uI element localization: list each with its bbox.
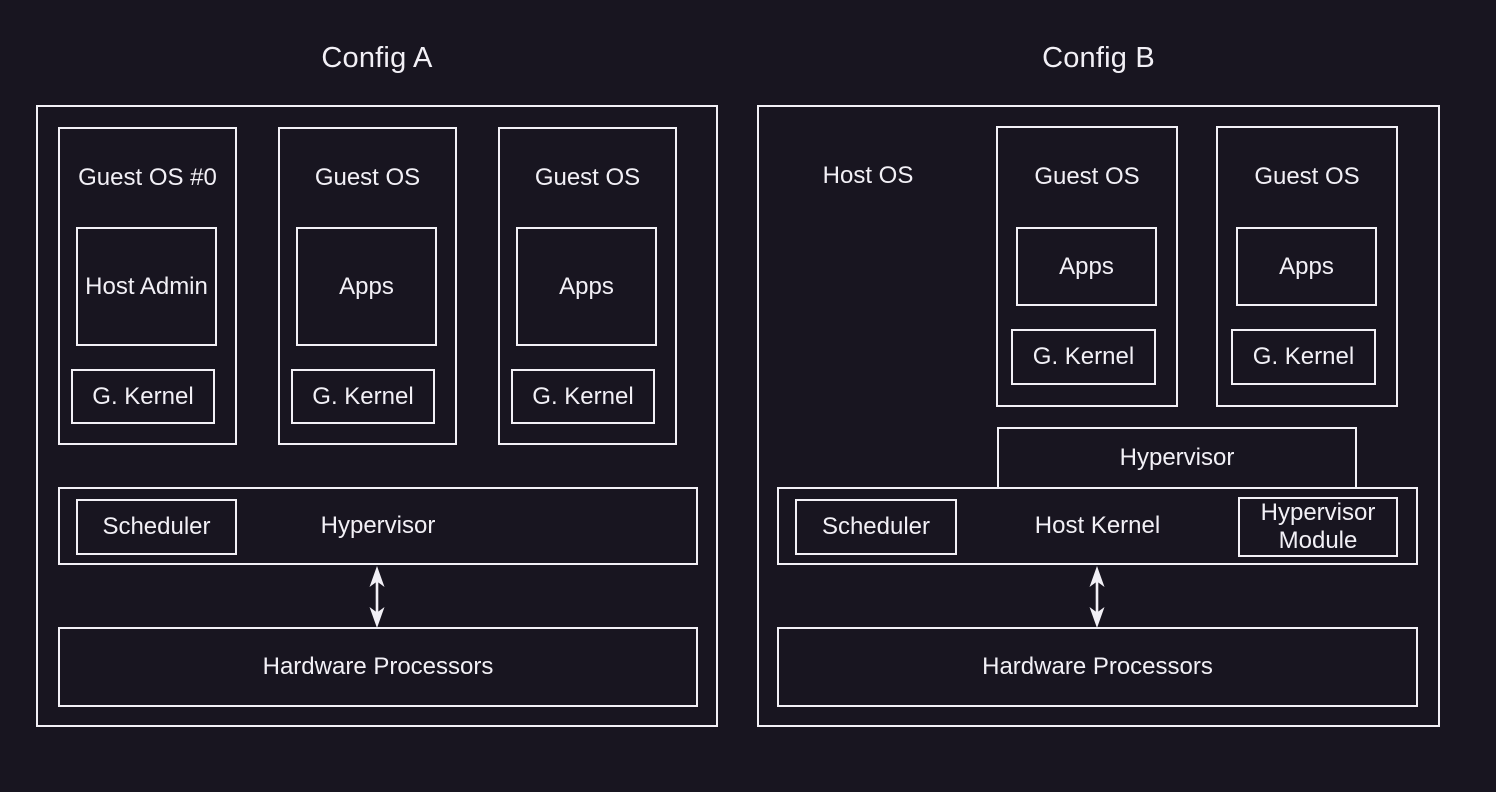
config-b-title: Config B <box>1042 42 1155 74</box>
config-b-guest-os-1-box: Guest OS Apps G. Kernel <box>1216 126 1398 407</box>
guest-os-label: Guest OS <box>1034 163 1140 190</box>
guest-kernel-box: G. Kernel <box>511 369 655 424</box>
apps-label: Apps <box>559 272 614 300</box>
guest-kernel-box: G. Kernel <box>71 369 215 424</box>
guest-kernel-label: G. Kernel <box>312 382 414 410</box>
bidirectional-arrow-icon <box>1089 566 1105 628</box>
guest-kernel-box: G. Kernel <box>1011 329 1156 385</box>
host-os-label: Host OS <box>822 162 914 189</box>
guest-kernel-label: G. Kernel <box>1032 343 1135 370</box>
scheduler-label: Scheduler <box>821 513 931 540</box>
config-a-guest-os-2-box: Guest OS Apps G. Kernel <box>498 127 677 445</box>
apps-box: Apps <box>296 227 437 346</box>
apps-box: Apps <box>1016 227 1157 306</box>
config-b-host-kernel-bar: Host Kernel Scheduler Hypervisor Module <box>777 487 1418 565</box>
guest-kernel-label: G. Kernel <box>92 382 194 410</box>
apps-box: Apps <box>516 227 657 346</box>
hypervisor-module-label: Hypervisor Module <box>1260 499 1376 554</box>
config-a-title: Config A <box>321 42 433 74</box>
config-a-hardware-box: Hardware Processors <box>58 627 698 707</box>
scheduler-label: Scheduler <box>102 513 211 540</box>
guest-os-label: Guest OS <box>1254 163 1360 190</box>
guest-kernel-box: G. Kernel <box>291 369 435 424</box>
host-admin-box: Host Admin <box>76 227 217 346</box>
host-admin-label: Host Admin <box>85 272 208 300</box>
config-b-hypervisor-box: Hypervisor <box>997 427 1357 489</box>
config-a-frame: Guest OS #0 Host Admin G. Kernel Guest O… <box>36 105 718 727</box>
hypervisor-label: Hypervisor <box>320 512 436 539</box>
apps-label: Apps <box>1059 252 1114 280</box>
apps-label: Apps <box>339 272 394 300</box>
bidirectional-arrow-icon <box>369 566 385 628</box>
guest-kernel-label: G. Kernel <box>1252 343 1355 370</box>
guest-kernel-label: G. Kernel <box>532 382 634 410</box>
config-b-frame: Host OS Guest OS Apps G. Kernel Guest OS… <box>757 105 1440 727</box>
guest-kernel-box: G. Kernel <box>1231 329 1376 385</box>
config-a-hypervisor-bar: Hypervisor Scheduler <box>58 487 698 565</box>
hardware-label: Hardware Processors <box>982 653 1213 680</box>
hypervisor-module-box: Hypervisor Module <box>1238 497 1398 557</box>
guest-os-label: Guest OS <box>534 164 641 191</box>
hypervisor-label: Hypervisor <box>1119 444 1235 471</box>
hardware-label: Hardware Processors <box>262 653 494 680</box>
config-b-guest-os-0-box: Guest OS Apps G. Kernel <box>996 126 1178 407</box>
host-kernel-label: Host Kernel <box>1034 512 1161 539</box>
config-a-scheduler-box: Scheduler <box>76 499 237 555</box>
config-a-guest-os-1-box: Guest OS Apps G. Kernel <box>278 127 457 445</box>
config-b-hardware-box: Hardware Processors <box>777 627 1418 707</box>
config-b-scheduler-box: Scheduler <box>795 499 957 555</box>
apps-label: Apps <box>1279 252 1334 280</box>
guest-os-label: Guest OS <box>314 164 421 191</box>
apps-box: Apps <box>1236 227 1377 306</box>
guest-os-label: Guest OS #0 <box>78 164 217 191</box>
config-a-guest-os-0-box: Guest OS #0 Host Admin G. Kernel <box>58 127 237 445</box>
